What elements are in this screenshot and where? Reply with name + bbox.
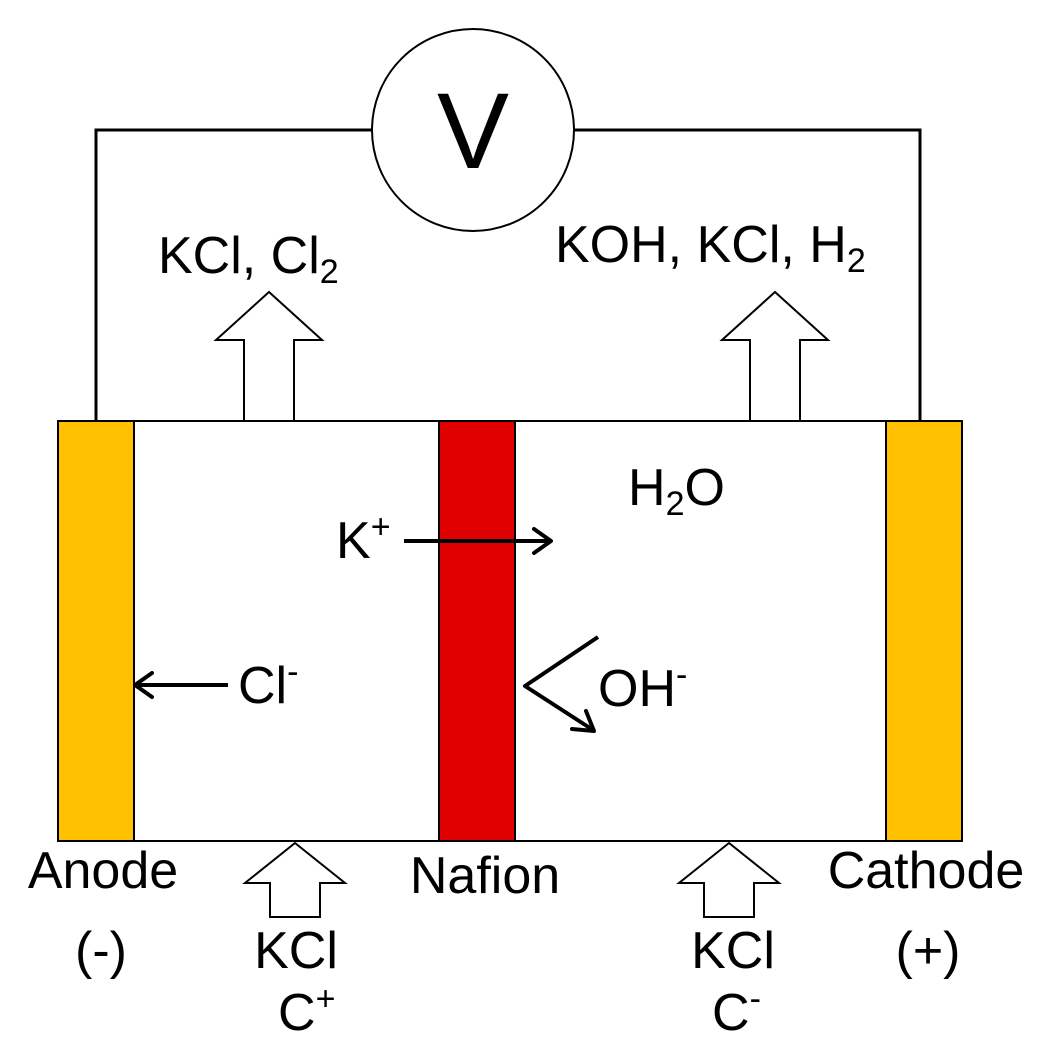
anode-label: Anode (28, 842, 178, 900)
hydroxide-ion-charge: - (676, 656, 687, 694)
cathode-sign-label: (+) (896, 922, 961, 980)
nafion-membrane (438, 420, 516, 842)
water-subscript: 2 (666, 485, 685, 523)
cathode-outlet-subscript: 2 (847, 242, 866, 280)
voltmeter: V (371, 28, 575, 232)
potassium-ion-label: K+ (336, 508, 391, 570)
anode-sign-label: (-) (75, 922, 127, 980)
nafion-label: Nafion (410, 847, 560, 905)
hydroxide-ion-arrow (523, 635, 600, 733)
water-h: H (628, 459, 666, 517)
cathode-label: Cathode (828, 842, 1025, 900)
cathode-electrode (885, 420, 963, 842)
chloride-ion-base: Cl (238, 657, 287, 715)
left-inlet-concentration: C+ (278, 980, 335, 1042)
anode-outlet-label: KCl, Cl2 (158, 227, 339, 291)
anode-electrode (57, 420, 135, 842)
cathode-outlet-arrow (719, 290, 831, 422)
right-inlet-conc-sup: - (750, 980, 761, 1018)
cathode-outlet-label: KOH, KCl, H2 (555, 216, 866, 280)
water-label: H2O (628, 459, 725, 523)
chloride-ion-label: Cl- (238, 653, 298, 715)
anode-outlet-subscript: 2 (320, 253, 339, 291)
right-inlet-name: KCl (691, 922, 775, 980)
left-inlet-conc-sup: + (316, 980, 336, 1018)
anode-outlet-main: KCl, Cl (158, 227, 320, 285)
potassium-ion-arrow (404, 527, 553, 555)
hydroxide-ion-base: OH (598, 660, 676, 718)
potassium-ion-charge: + (371, 508, 391, 546)
chloride-ion-arrow (133, 671, 228, 699)
voltmeter-circle (371, 28, 575, 232)
circuit-wire (94, 128, 922, 422)
potassium-ion-base: K (336, 512, 371, 570)
right-inlet-arrow (676, 841, 782, 918)
left-inlet-conc-base: C (278, 984, 316, 1042)
anode-outlet-arrow (213, 290, 325, 422)
water-o: O (684, 459, 724, 517)
left-inlet-name: KCl (254, 922, 338, 980)
hydroxide-ion-label: OH- (598, 656, 687, 718)
voltmeter-symbol: V (437, 70, 509, 191)
right-inlet-concentration: C- (712, 980, 761, 1042)
right-inlet-conc-base: C (712, 984, 750, 1042)
chloride-ion-charge: - (287, 653, 298, 691)
left-inlet-arrow (242, 841, 348, 918)
cathode-outlet-main: KOH, KCl, H (555, 216, 847, 274)
